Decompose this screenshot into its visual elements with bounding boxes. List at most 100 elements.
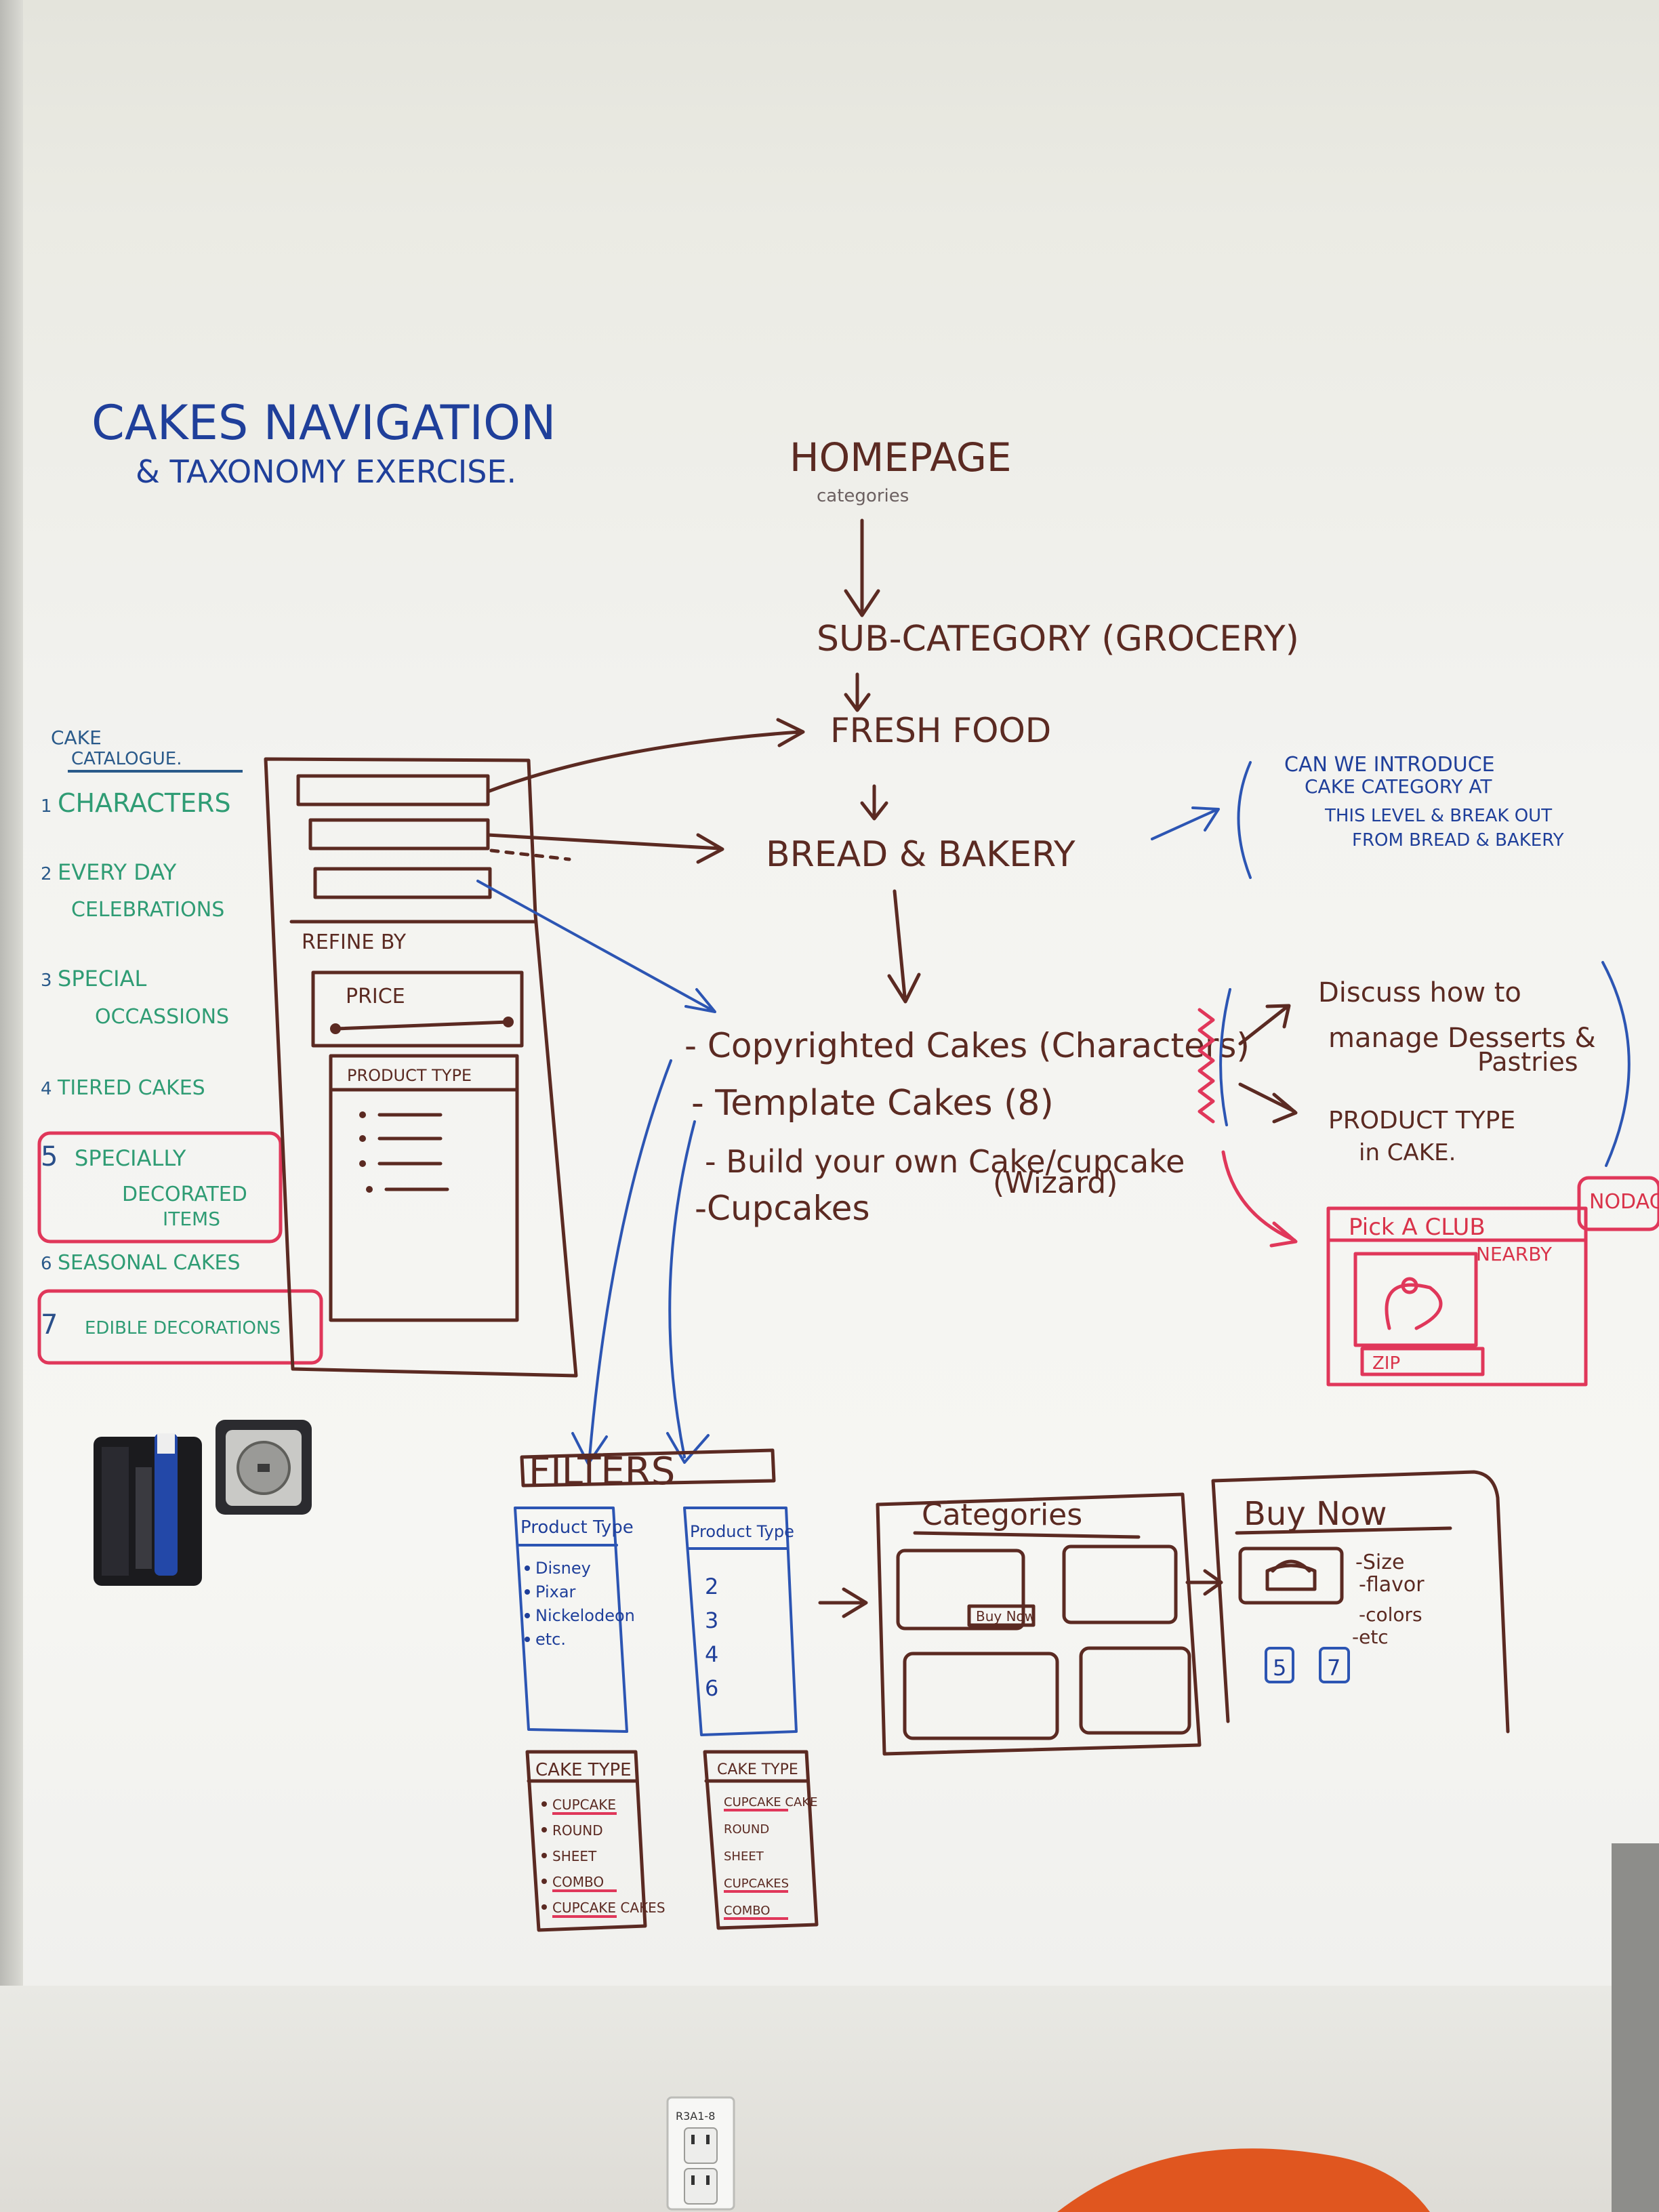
ct1-list-item: ROUND xyxy=(552,1822,603,1839)
timer-device xyxy=(216,1420,312,1515)
note-line-3: THIS LEVEL & BREAK OUT xyxy=(1324,806,1552,826)
arrow-to-fresh-food xyxy=(488,720,803,792)
buy-option-flavor: -flavor xyxy=(1359,1573,1425,1597)
catalogue-item: SPECIAL xyxy=(58,966,147,991)
blue-bracket-right xyxy=(1603,962,1629,1166)
catalogue-num-4: 4 xyxy=(41,1079,52,1099)
ct2-list-item: COMBO xyxy=(724,1904,770,1918)
arrow-discuss xyxy=(1240,1006,1289,1044)
bullet xyxy=(525,1613,530,1618)
buy-now-mini-label: Buy Now xyxy=(976,1608,1036,1624)
catalogue-item: ITEMS xyxy=(163,1208,220,1230)
filter-col-2-head: Product Type xyxy=(690,1522,794,1541)
col2-list-item: 4 xyxy=(705,1641,718,1667)
bullet xyxy=(525,1589,530,1595)
ct2-list-item: SHEET xyxy=(724,1849,764,1864)
ct1-list-item: SHEET xyxy=(552,1848,597,1864)
bullet xyxy=(541,1904,547,1910)
wire-row-3 xyxy=(315,869,490,897)
discuss-line-1: Discuss how to xyxy=(1318,977,1521,1008)
bread-bakery-label: BREAD & BAKERY xyxy=(766,834,1076,875)
arrow-down-2 xyxy=(846,674,869,710)
buy-option-etc: -etc xyxy=(1352,1626,1389,1648)
ct1-list-item: CUPCAKE CAKES xyxy=(552,1900,665,1916)
arrow-down-3 xyxy=(862,786,886,819)
catalogue-item: DECORATED xyxy=(122,1183,247,1206)
col1-list-item: etc. xyxy=(535,1630,566,1649)
col2-list-item: 2 xyxy=(705,1574,718,1599)
product-type-note-2: in CAKE. xyxy=(1359,1139,1456,1166)
catalogue-item: CHARACTERS xyxy=(58,788,231,818)
dashed-connector xyxy=(491,851,569,859)
price-filter-box xyxy=(313,972,522,1046)
arrow-to-copyrighted xyxy=(478,881,715,1012)
buy-now-title: Buy Now xyxy=(1244,1495,1387,1533)
cake-type-1-head: CAKE TYPE xyxy=(535,1760,632,1780)
category-tile-4 xyxy=(1081,1648,1189,1733)
category-tile-2 xyxy=(1064,1547,1176,1622)
ct2-list-item: ROUND xyxy=(724,1822,769,1837)
map-placeholder xyxy=(1355,1254,1476,1345)
cake-type-2-head: CAKE TYPE xyxy=(717,1761,798,1778)
filters-section: FILTERS Product Type DisneyPixarNickelod… xyxy=(515,1450,817,1930)
bullet xyxy=(525,1565,530,1571)
note-line-4: FROM BREAD & BAKERY xyxy=(1352,830,1564,851)
listing-wireframe: REFINE BY PRICE PRODUCT TYPE xyxy=(266,759,576,1376)
catalogue-item: OCCASSIONS xyxy=(95,1005,229,1029)
filter-col-1-head: Product Type xyxy=(520,1517,634,1538)
pick-club-wireframe: Pick A CLUB NEARBY ZIP xyxy=(1328,1208,1586,1385)
ct1-list-item: CUPCAKE xyxy=(552,1797,616,1813)
fresh-food-label: FRESH FOOD xyxy=(830,711,1051,750)
count-1: 5 xyxy=(1273,1655,1286,1681)
cake-category-note: CAN WE INTRODUCE CAKE CATEGORY AT THIS L… xyxy=(1284,753,1564,851)
bullet xyxy=(541,1879,547,1884)
catalogue-item: EVERY DAY xyxy=(58,859,177,885)
nodac-label: NODAC xyxy=(1589,1190,1659,1214)
zip-label: ZIP xyxy=(1372,1353,1400,1374)
nearby-label: NEARBY xyxy=(1476,1243,1553,1265)
cake-items-list: - Copyrighted Cakes (Characters) - Templ… xyxy=(684,1026,1250,1228)
catalogue-item: EDIBLE DECORATIONS xyxy=(85,1318,281,1338)
catalogue-item: SEASONAL CAKES xyxy=(58,1251,241,1275)
arrow-to-club xyxy=(1223,1152,1296,1246)
col1-list-item: Disney xyxy=(535,1559,591,1578)
board-title: CAKES NAVIGATION xyxy=(91,395,556,451)
product-type-note-1: PRODUCT TYPE xyxy=(1328,1107,1515,1134)
arrow-down-1 xyxy=(846,520,878,615)
filter-col-2 xyxy=(684,1508,796,1735)
marker-holder xyxy=(94,1433,202,1586)
note-line-1: CAN WE INTRODUCE xyxy=(1284,753,1495,777)
slider-handle-min xyxy=(330,1023,341,1034)
home-sub-label: categories xyxy=(817,486,909,506)
price-slider xyxy=(335,1022,508,1029)
item-template: - Template Cakes (8) xyxy=(691,1083,1054,1124)
product-image-box xyxy=(1240,1549,1342,1603)
board-subtitle: & TAXONOMY EXERCISE. xyxy=(136,453,516,490)
catalogue-item: SPECIALLY xyxy=(75,1145,186,1171)
catalogue-heading-2: CATALOGUE. xyxy=(71,749,182,769)
ct2-list-item: CUPCAKE CAKE xyxy=(724,1795,817,1809)
sub-category-label: SUB-CATEGORY (GROCERY) xyxy=(817,619,1299,659)
product-type-bullets xyxy=(359,1111,447,1193)
arrow-to-filters-1 xyxy=(573,1061,671,1464)
buy-now-panel: Buy Now -Size -flavor -colors -etc 5 7 xyxy=(1213,1472,1508,1732)
bullet xyxy=(541,1801,547,1807)
catalogue-num-1: 1 xyxy=(41,796,52,817)
arrow-to-bread xyxy=(488,835,722,862)
item-copyrighted: - Copyrighted Cakes (Characters) xyxy=(684,1026,1250,1065)
arrow-down-4 xyxy=(889,891,919,1002)
catalogue-heading-1: CAKE xyxy=(51,726,102,749)
col2-list-item: 6 xyxy=(705,1675,718,1701)
cake-icon xyxy=(1267,1561,1315,1589)
filters-title: FILTERS xyxy=(529,1450,675,1494)
buy-option-size: -Size xyxy=(1355,1551,1404,1574)
catalogue-item: CELEBRATIONS xyxy=(71,898,224,922)
ct1-list-item: COMBO xyxy=(552,1874,604,1890)
home-page-label: HOMEPAGE xyxy=(790,434,1011,480)
catalogue-num-7: 7 xyxy=(41,1309,58,1340)
discuss-line-3: Pastries xyxy=(1477,1047,1578,1077)
product-type-label: PRODUCT TYPE xyxy=(347,1066,472,1085)
buy-option-colors: -colors xyxy=(1359,1603,1422,1626)
outlet-label: R3A1-8 xyxy=(676,2110,715,2123)
